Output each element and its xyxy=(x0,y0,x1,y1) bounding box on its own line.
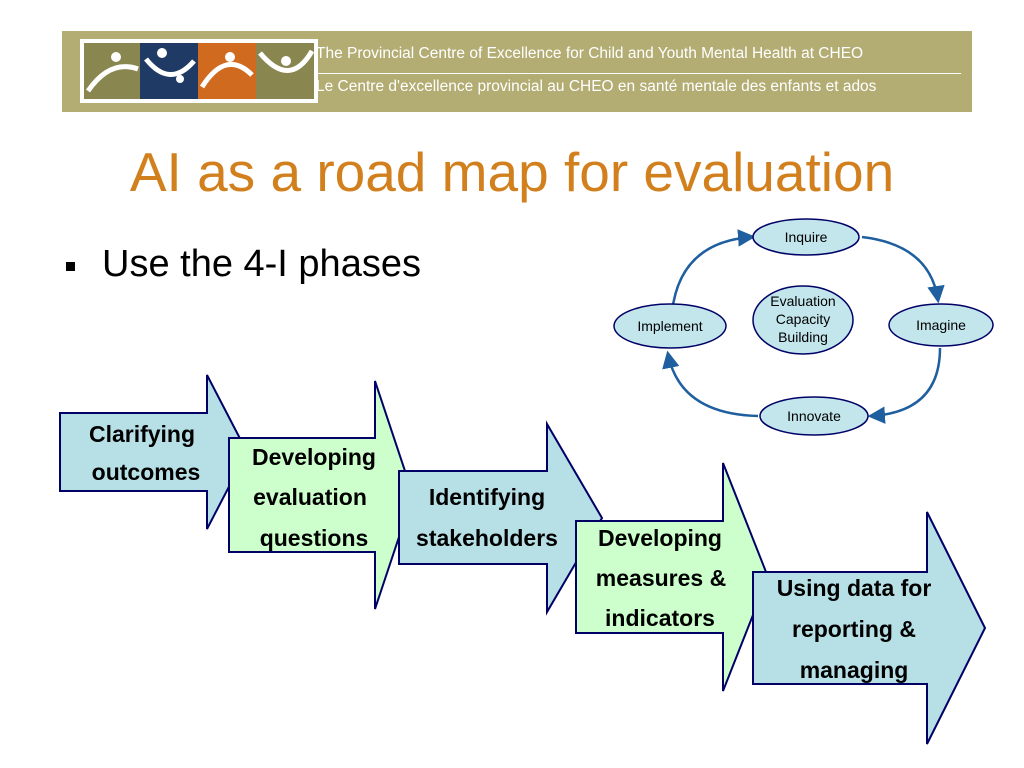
step-5-line-1: Using data for xyxy=(777,575,932,601)
cycle-node-inquire: Inquire xyxy=(752,218,860,256)
step-5-line-2: reporting & xyxy=(792,616,916,642)
center-label-line-1: Evaluation xyxy=(770,293,835,309)
step-2-line-1: Developing xyxy=(252,444,376,470)
bullet-text: Use the 4-I phases xyxy=(102,243,421,285)
cycle-arrow-inquire-to-imagine xyxy=(861,235,945,304)
cycle-center: Evaluation Capacity Building xyxy=(752,285,854,355)
cycle-arrow-implement-to-inquire xyxy=(670,229,756,313)
inquire-label: Inquire xyxy=(785,229,828,245)
imagine-label: Imagine xyxy=(916,317,966,333)
step-2-line-3: questions xyxy=(260,525,369,551)
cycle-node-implement: Implement xyxy=(613,303,727,349)
step-arrow-3: Identifying stakeholders xyxy=(398,420,604,616)
banner-divider xyxy=(316,73,961,74)
step-5-line-3: managing xyxy=(800,657,909,683)
banner-english-line: The Provincial Centre of Excellence for … xyxy=(316,45,864,62)
cycle-connectors xyxy=(662,229,945,424)
center-label-line-3: Building xyxy=(778,329,828,345)
step-4-line-1: Developing xyxy=(598,525,722,551)
step-3-line-1: Identifying xyxy=(429,484,545,510)
implement-label: Implement xyxy=(637,318,702,334)
cheo-logo xyxy=(80,39,318,103)
cycle-node-innovate: Innovate xyxy=(759,396,869,436)
step-4-line-3: indicators xyxy=(605,605,715,631)
center-label-line-2: Capacity xyxy=(776,311,830,327)
step-1-line-2: outcomes xyxy=(92,459,201,485)
cycle-arrow-innovate-to-implement xyxy=(662,350,759,418)
step-arrow-5: Using data for reporting & managing xyxy=(752,511,987,745)
cycle-node-imagine: Imagine xyxy=(888,303,994,347)
step-arrow-1: Clarifying outcomes xyxy=(59,374,249,530)
step-4-line-2: measures & xyxy=(596,565,726,591)
step-arrow-2: Developing evaluation questions xyxy=(228,380,415,610)
bullet-square-icon xyxy=(66,262,75,271)
step-arrow-4: Developing measures & indicators xyxy=(575,462,770,692)
header-banner: The Provincial Centre of Excellence for … xyxy=(62,31,972,112)
innovate-label: Innovate xyxy=(787,408,841,424)
step-3-line-2: stakeholders xyxy=(416,525,558,551)
step-2-line-2: evaluation xyxy=(253,484,367,510)
banner-french-line: Le Centre d'excellence provincial au CHE… xyxy=(316,78,877,95)
step-1-line-1: Clarifying xyxy=(89,421,195,447)
cycle-arrow-imagine-to-innovate xyxy=(867,347,942,424)
slide-title: AI as a road map for evaluation xyxy=(129,141,895,203)
